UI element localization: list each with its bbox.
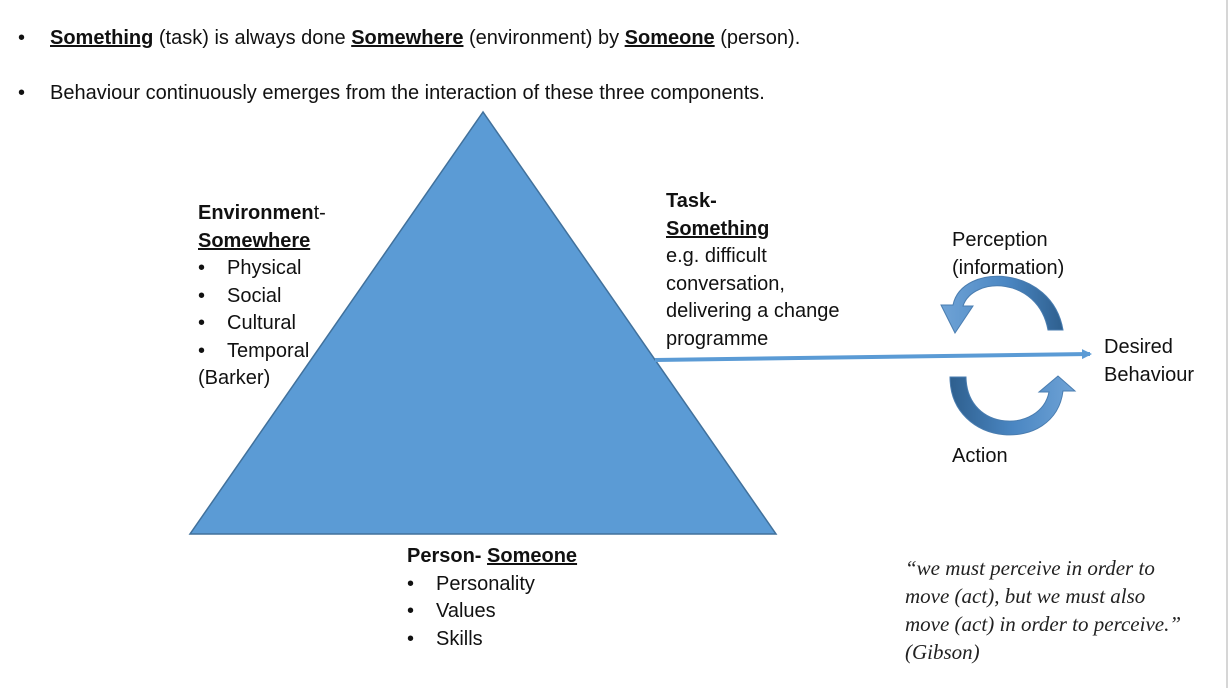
environment-subtitle: Somewhere: [198, 229, 311, 252]
task-line-4: programme: [666, 327, 769, 350]
list-item: • Skills: [407, 626, 577, 654]
bullet-1-part-3: (environment) by: [463, 27, 625, 49]
task-line-3: delivering a change: [666, 300, 840, 322]
list-item: • Social: [198, 283, 326, 311]
bullet-2: • Behaviour continuously emerges from the…: [18, 80, 765, 106]
bullet-2-part-0: Behaviour continuously emerges from the …: [50, 82, 765, 104]
person-item-personality: Personality: [436, 572, 535, 595]
environment-block: Environment- Somewhere • Physical • Social…: [198, 200, 326, 393]
bullet-1-part-0: Something: [50, 27, 154, 49]
perception-line-1: Perception: [952, 229, 1048, 251]
action-arrow-icon: [949, 375, 1077, 436]
perception-label: Perception (information): [952, 227, 1064, 282]
person-title-row: Person- Someone: [407, 543, 577, 571]
environment-item-cultural: Cultural: [227, 312, 296, 334]
task-block: Task- Something e.g. difficult conversat…: [666, 188, 839, 353]
bullet-dot: •: [198, 257, 206, 279]
bullet-dot: •: [18, 27, 26, 49]
bullet-1-part-4: Someone: [624, 27, 715, 49]
triangle-shape: [188, 110, 778, 535]
perception-line-2: (information): [952, 256, 1065, 279]
quote-line-2: move (act), but we must also: [905, 584, 1146, 608]
list-item: • Personality: [407, 571, 577, 599]
bullet-1: • Something (task) is always done Somewhe…: [18, 25, 800, 51]
environment-item-temporal: Temporal: [227, 339, 310, 362]
bullet-dot: •: [407, 627, 415, 650]
person-title: Person-: [407, 545, 488, 567]
long-arrow: [654, 349, 1092, 362]
bullet-dot: •: [407, 572, 415, 595]
list-item: • Cultural: [198, 310, 326, 338]
person-item-skills: Skills: [436, 627, 483, 650]
desired-behaviour-line-1: Desired: [1104, 336, 1173, 358]
bullet-1-part-2: Somewhere: [351, 27, 464, 49]
quote-line-1: “we must perceive in order to: [905, 556, 1155, 580]
task-title: Task-: [666, 190, 717, 212]
perception-arrow-icon: [940, 275, 1064, 334]
gibson-quote: “we must perceive in order to move (act)…: [905, 554, 1181, 666]
task-line-2: conversation,: [666, 272, 785, 295]
person-subtitle: Someone: [487, 545, 578, 567]
bullet-dot: •: [198, 339, 206, 362]
environment-list: • Physical • Social • Cultural • Temporal: [198, 255, 326, 365]
bullet-dot: •: [198, 284, 206, 307]
bullet-dot: •: [407, 600, 415, 622]
quote-line-4: (Gibson): [905, 640, 980, 664]
person-block: Person- Someone • Personality • Values • Sk…: [407, 543, 577, 653]
desired-behaviour-line-2: Behaviour: [1104, 363, 1195, 386]
list-item: • Physical: [198, 255, 326, 283]
task-subtitle: Something: [666, 217, 770, 240]
environment-title-rest: t-: [313, 202, 326, 224]
person-item-values: Values: [436, 600, 496, 622]
slide-edge-divider: [1226, 0, 1228, 688]
desired-behaviour-label: Desired Behaviour: [1104, 334, 1194, 389]
bullet-dot: •: [18, 82, 26, 104]
person-list: • Personality • Values • Skills: [407, 571, 577, 654]
environment-title: Environment-: [198, 200, 326, 228]
quote-line-3: move (act) in order to perceive.”: [905, 612, 1182, 636]
bullet-1-part-1: (task) is always done: [153, 27, 352, 49]
bullet-1-part-5: (person).: [714, 27, 801, 49]
list-item: • Values: [407, 598, 577, 626]
task-line-1: e.g. difficult: [666, 245, 767, 267]
list-item: • Temporal: [198, 338, 326, 366]
action-label: Action: [952, 445, 1008, 467]
environment-citation: (Barker): [198, 367, 271, 389]
environment-title-bold: Environmen: [198, 202, 314, 224]
environment-item-physical: Physical: [227, 257, 302, 279]
environment-item-social: Social: [227, 284, 282, 307]
bullet-dot: •: [198, 312, 206, 334]
